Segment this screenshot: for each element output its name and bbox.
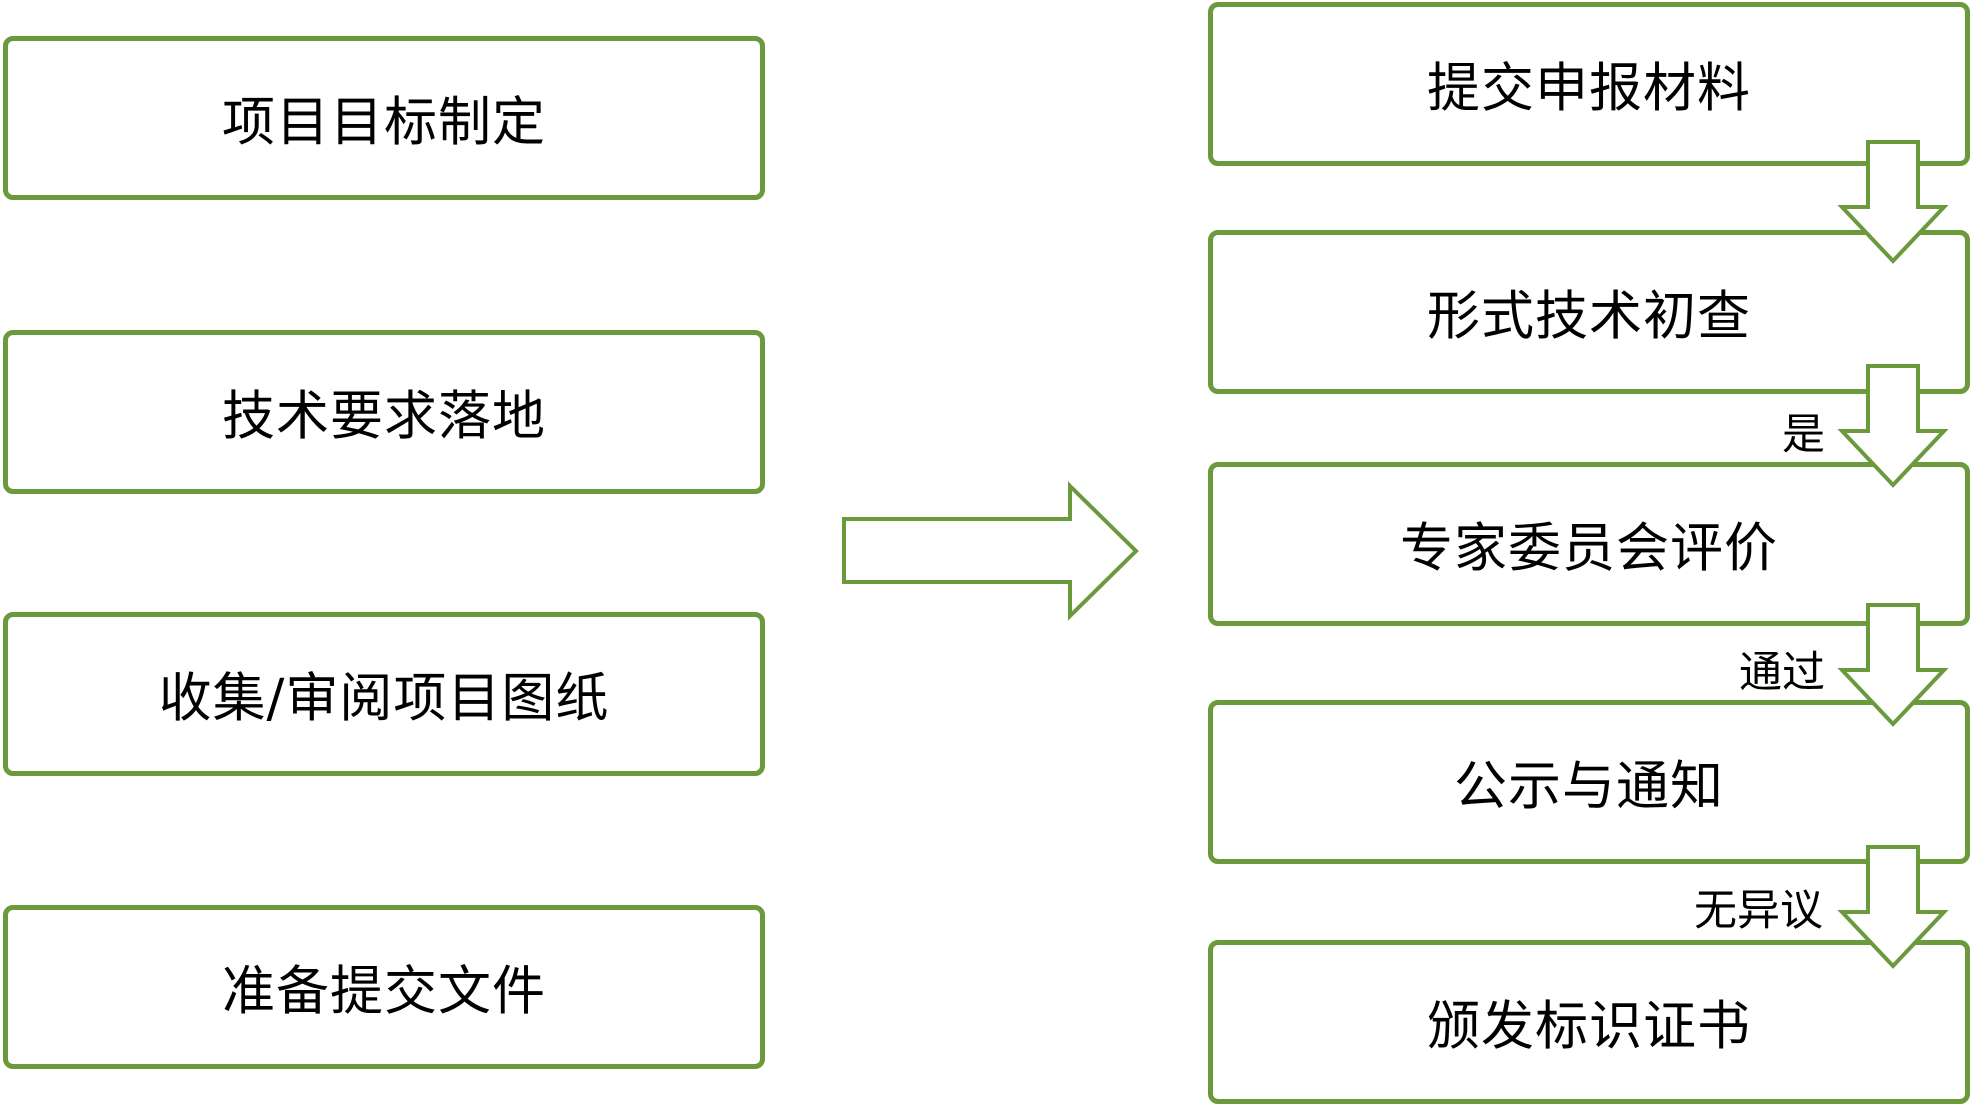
- condition-label: 通过: [1739, 648, 1825, 698]
- process-step-box: 专家委员会评价: [1208, 462, 1970, 626]
- process-step-label: 提交申报材料: [1427, 58, 1751, 119]
- down-arrow-icon: [1837, 140, 1949, 264]
- process-step-box: 形式技术初查: [1208, 230, 1970, 394]
- process-step-label: 专家委员会评价: [1400, 518, 1778, 579]
- down-arrow-icon: [1837, 364, 1949, 488]
- prep-step-box: 项目目标制定: [3, 36, 765, 200]
- prep-step-label: 收集/审阅项目图纸: [158, 668, 610, 729]
- prep-step-label: 技术要求落地: [222, 386, 546, 447]
- process-step-label: 形式技术初查: [1427, 286, 1751, 347]
- process-step-label: 公示与通知: [1454, 756, 1724, 817]
- down-arrow-icon: [1837, 845, 1949, 969]
- process-step-label: 颁发标识证书: [1427, 996, 1751, 1057]
- prep-step-label: 项目目标制定: [222, 92, 546, 153]
- prep-step-box: 收集/审阅项目图纸: [3, 612, 765, 776]
- condition-label: 无异议: [1694, 886, 1823, 936]
- process-step-box: 提交申报材料: [1208, 2, 1970, 166]
- down-arrow-icon: [1837, 603, 1949, 727]
- prep-step-label: 准备提交文件: [222, 961, 546, 1022]
- prep-step-box: 准备提交文件: [3, 905, 765, 1069]
- condition-label: 是: [1782, 410, 1825, 460]
- right-arrow-icon: [842, 481, 1139, 621]
- prep-step-box: 技术要求落地: [3, 330, 765, 494]
- process-step-box: 颁发标识证书: [1208, 940, 1970, 1104]
- process-step-box: 公示与通知: [1208, 700, 1970, 864]
